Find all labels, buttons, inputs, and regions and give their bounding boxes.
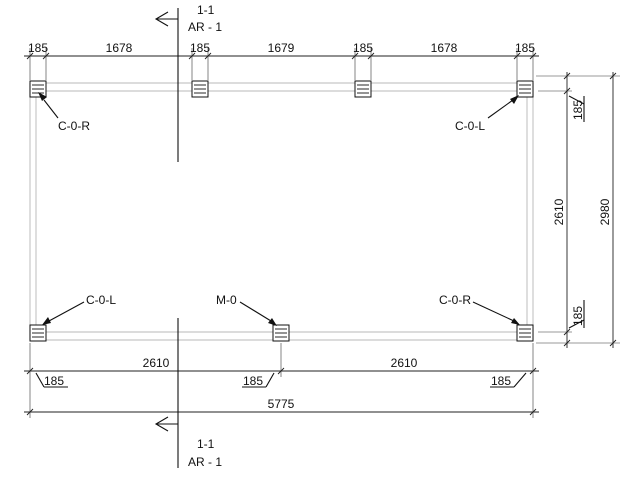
column-bottom-right [516, 324, 534, 342]
top-dim-2: 1678 [106, 41, 133, 55]
column-tag-leaders [38, 92, 520, 326]
column-tag-bottom-middle: M-0 [216, 293, 237, 307]
top-dim-4: 1679 [268, 41, 295, 55]
bottom-col-size-right: 185 [491, 374, 511, 388]
section-mark-top-sheet: AR - 1 [188, 20, 222, 34]
column-tag-bottom-right: C-0-R [439, 293, 471, 307]
top-dim-5: 185 [353, 41, 373, 55]
bottom-col-size-middle: 185 [243, 374, 263, 388]
right-dimension-chain: 185 2610 185 2980 [536, 72, 620, 348]
top-dim-6: 1678 [431, 41, 458, 55]
bottom-col-size-left: 185 [44, 374, 64, 388]
column-bottom-middle [272, 324, 290, 342]
column-top-2 [191, 80, 209, 98]
top-dim-3: 185 [190, 41, 210, 55]
right-col-size-top: 185 [571, 100, 585, 120]
overall-width-dimension: 5775 [268, 397, 295, 411]
section-mark-bottom-number: 1-1 [197, 437, 215, 451]
section-mark-bottom-sheet: AR - 1 [188, 455, 222, 469]
bottom-span-2: 2610 [391, 356, 418, 370]
top-dim-1: 185 [28, 41, 48, 55]
column-top-right [516, 80, 534, 98]
top-dim-7: 185 [515, 41, 535, 55]
top-dimension-chain: 185 1678 185 1679 185 1678 185 [24, 41, 539, 80]
section-cut-line [154, 8, 179, 468]
column-top-3 [354, 80, 372, 98]
column-tag-bottom-left: C-0-L [86, 293, 116, 307]
column-tag-top-left: C-0-R [58, 119, 90, 133]
right-span-dimension: 2610 [552, 198, 566, 225]
column-tag-top-right: C-0-L [455, 119, 485, 133]
overall-depth-dimension: 2980 [598, 198, 612, 225]
bottom-span-1: 2610 [143, 356, 170, 370]
section-mark-top-number: 1-1 [197, 3, 215, 17]
bottom-dimension-chain: 2610 2610 5775 185 185 185 [24, 343, 539, 418]
column-bottom-left [29, 324, 47, 342]
column-top-left [29, 80, 47, 98]
right-col-size-bottom: 185 [571, 306, 585, 326]
